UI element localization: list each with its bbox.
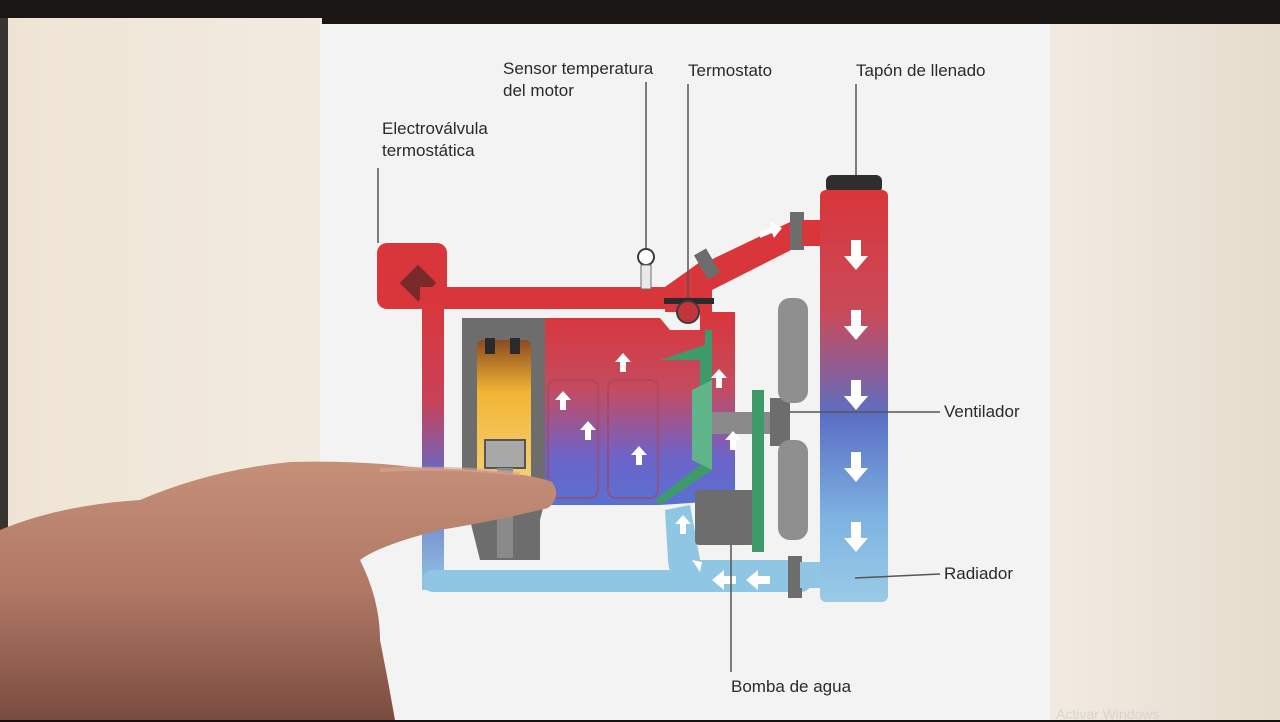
- engine-block: [540, 312, 735, 505]
- piston: [484, 439, 526, 469]
- label-termostato: Termostato: [688, 61, 773, 80]
- fan-shaft: [712, 412, 782, 434]
- temperature-sensor-icon: [637, 248, 655, 266]
- fan-hub: [770, 398, 790, 446]
- radiator-flow-arrows: [844, 240, 868, 552]
- pulley: [752, 390, 764, 552]
- label-electrovalvula: Electroválvula termostática: [382, 119, 488, 160]
- label-radiador: Radiador: [944, 564, 1013, 583]
- water-pump-body: [695, 490, 755, 545]
- label-bomba-de-agua: Bomba de agua: [731, 677, 852, 696]
- pump-impeller: [692, 380, 712, 470]
- hose-flow-arrows: [690, 222, 782, 590]
- thermostat-valve: [676, 300, 700, 324]
- valve-left: [485, 338, 495, 354]
- label-ventilador: Ventilador: [944, 402, 1020, 421]
- label-tapon-de-llenado: Tapón de llenado: [856, 61, 986, 80]
- leader-lines: [377, 82, 941, 672]
- pointing-hand: [0, 461, 557, 720]
- valve-right: [510, 338, 520, 354]
- radiator-cap: [826, 175, 882, 193]
- windows-activation-watermark: Activar Windows: [1056, 706, 1160, 722]
- hot-pipe-top: [420, 287, 680, 309]
- engine-chamber-2: [607, 379, 659, 499]
- label-sensor-temperatura: Sensor temperatura del motor: [503, 59, 654, 100]
- hose-clamp-upper-right: [790, 212, 804, 250]
- hose-clamp-upper-left: [693, 248, 721, 280]
- bypass-pipe-left: [422, 300, 444, 590]
- hose-clamp-lower: [788, 556, 802, 598]
- upper-hose: [700, 222, 795, 290]
- engine-flow-arrows: [555, 353, 741, 534]
- fan-blade-lower: [778, 440, 808, 540]
- lower-hose: [665, 505, 800, 592]
- wall-right: [1048, 24, 1280, 720]
- fan-blade-upper: [778, 298, 808, 403]
- radiator-inlet: [802, 220, 822, 246]
- temperature-sensor-stem: [640, 264, 652, 290]
- screen-left-edge: [0, 18, 8, 538]
- radiator-outlet: [800, 562, 822, 588]
- engine-chamber-1: [547, 379, 599, 499]
